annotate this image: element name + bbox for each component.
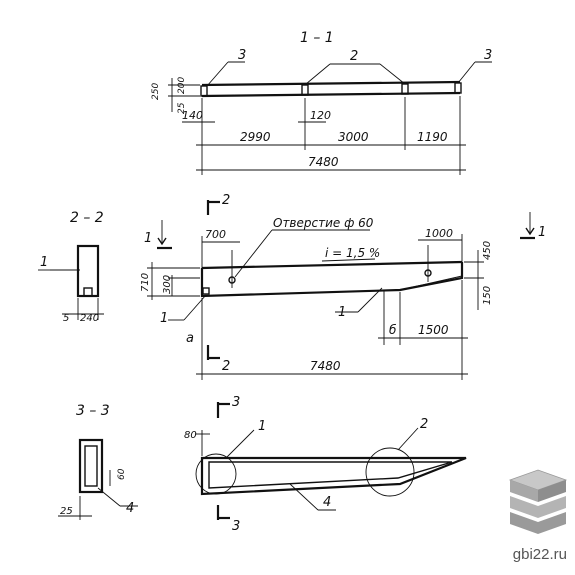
callout-3-left: 3	[238, 48, 246, 63]
dim-450: 450	[482, 241, 493, 260]
section-2-2: 2 – 2 1 5 240	[38, 210, 104, 324]
dim-25-s33: 25	[60, 506, 73, 517]
total-top: 7480	[308, 155, 339, 169]
dim-1000: 1000	[425, 227, 453, 240]
callout-4-s33: 4	[126, 501, 134, 516]
section-mark-3-top: 3	[232, 395, 240, 410]
callout-2-top: 2	[350, 49, 358, 64]
callout-1-s22: 1	[40, 255, 48, 270]
total-main: 7480	[310, 359, 341, 373]
dim-240: 240	[80, 313, 99, 324]
slope-label: i = 1,5 %	[325, 246, 380, 260]
title-3-3: 3 – 3	[76, 403, 110, 419]
dim-140: 140	[182, 109, 203, 122]
span-2990: 2990	[240, 130, 271, 144]
span-3000: 3000	[338, 130, 369, 144]
callout-1-main-left: 1	[160, 311, 168, 326]
callout-2-plan: 2	[420, 417, 428, 432]
dim-700: 700	[205, 228, 226, 241]
logo-icon	[508, 469, 568, 534]
bottom-plan: 3 3 1 2 4 80	[184, 395, 467, 534]
main-elevation: 2 2 1 1 Отверстие ф 60 i = 1,5 % 700	[140, 193, 546, 380]
dim-1500: 1500	[418, 323, 449, 337]
title-1-1: 1 – 1	[300, 30, 334, 46]
dim-200: 200	[177, 77, 187, 94]
title-2-2: 2 – 2	[70, 210, 104, 226]
section-3-3: 3 – 3 60 4 25	[58, 403, 138, 520]
callout-4-plan: 4	[323, 495, 331, 510]
section-mark-2-top: 2	[222, 193, 230, 208]
dim-25: 25	[177, 102, 187, 114]
callout-1-plan: 1	[258, 419, 266, 434]
callout-3-right: 3	[484, 48, 492, 63]
dim-300: 300	[162, 275, 173, 294]
mark-a: а	[186, 331, 194, 346]
watermark-text: gbi22.ru	[512, 546, 567, 563]
section-mark-1-left: 1	[144, 231, 152, 246]
dim-b: б	[389, 323, 397, 337]
callout-1-main-mid: 1	[338, 305, 346, 320]
dim-150: 150	[482, 286, 493, 305]
dim-60: 60	[117, 468, 127, 480]
view-1-1: 1 – 1 3 2 3 250 200 25 140 120	[151, 30, 492, 175]
dim-710: 710	[140, 273, 151, 292]
section-mark-1-right: 1	[538, 225, 546, 240]
section-mark-2-bottom: 2	[222, 359, 230, 374]
dim-5: 5	[63, 313, 69, 324]
hole-label: Отверстие ф 60	[273, 216, 374, 230]
dim-250: 250	[151, 83, 161, 100]
dim-120: 120	[310, 109, 331, 122]
span-1190: 1190	[417, 130, 448, 144]
dim-80: 80	[184, 430, 197, 441]
section-mark-3-bottom: 3	[232, 519, 240, 534]
